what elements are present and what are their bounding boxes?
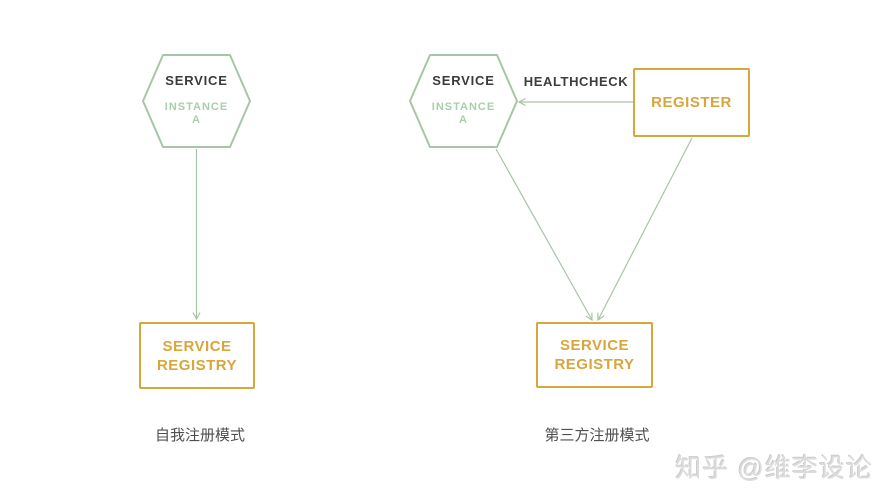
healthcheck-label: HEALTHCHECK	[523, 74, 629, 89]
hexagon-subtitle-line1: INSTANCE	[431, 101, 496, 113]
registry-label-line2: REGISTRY	[156, 356, 238, 374]
service-registry-box-left: SERVICE REGISTRY	[139, 322, 255, 389]
service-registry-box-right: SERVICE REGISTRY	[536, 322, 653, 388]
zhihu-watermark: 知乎 @维李设论	[675, 453, 873, 483]
register-label: REGISTER	[651, 94, 732, 111]
hexagon-shape	[142, 54, 251, 148]
hexagon-subtitle-line2: A	[192, 114, 201, 126]
caption-third-party-registration: 第三方注册模式	[544, 427, 650, 444]
arrow-register-to-registry	[598, 137, 693, 320]
service-instance-hexagon-left: SERVICE INSTANCE A	[142, 54, 251, 148]
hexagon-title: SERVICE	[165, 73, 228, 88]
hexagon-subtitle: INSTANCE A	[165, 101, 228, 127]
hexagon-subtitle-line1: INSTANCE	[164, 101, 229, 113]
hexagon-title: SERVICE	[432, 73, 495, 88]
hexagon-subtitle: INSTANCE A	[432, 101, 495, 127]
registry-label-line1: SERVICE	[559, 337, 630, 354]
register-box: REGISTER	[633, 68, 750, 137]
hexagon-subtitle-line2: A	[459, 114, 468, 126]
registry-label-line2: REGISTRY	[554, 356, 635, 373]
service-instance-hexagon-right: SERVICE INSTANCE A	[409, 54, 518, 148]
arrow-service-to-registry-right	[495, 148, 592, 320]
caption-self-registration: 自我注册模式	[154, 427, 245, 444]
registry-label-line1: SERVICE	[162, 337, 232, 355]
hexagon-shape	[409, 54, 518, 148]
